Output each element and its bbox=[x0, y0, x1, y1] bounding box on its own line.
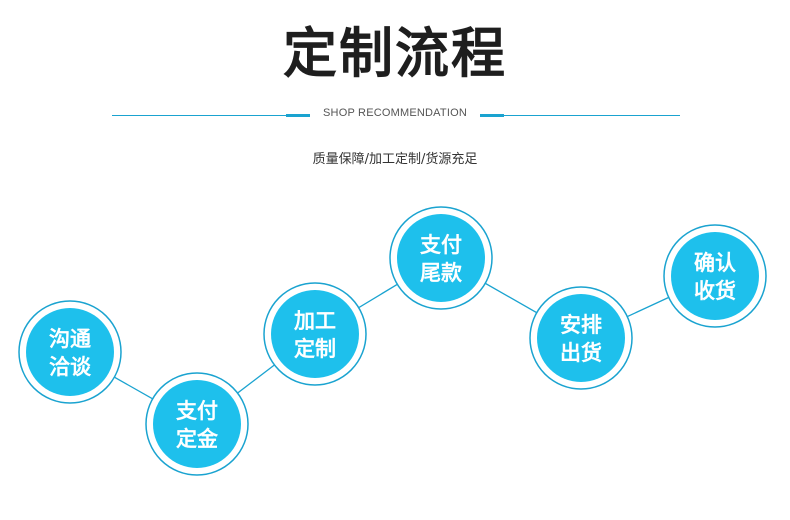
step-1-label-line1: 沟通 bbox=[49, 327, 91, 351]
process-step-3: 加工定制 bbox=[263, 282, 367, 386]
step-3-label-line2: 定制 bbox=[294, 337, 336, 361]
page-title: 定制流程 bbox=[283, 22, 507, 85]
step-3-disc bbox=[271, 290, 359, 378]
step-3-label-line1: 加工 bbox=[293, 309, 336, 333]
section-subtitle: SHOP RECOMMENDATION bbox=[323, 107, 467, 119]
step-1-label-line2: 洽谈 bbox=[49, 355, 92, 379]
step-5-label-line2: 出货 bbox=[560, 341, 602, 365]
step-2-label-line1: 支付 bbox=[176, 399, 218, 423]
step-5-disc bbox=[537, 294, 625, 382]
step-2-label-line2: 定金 bbox=[176, 427, 219, 451]
step-1-disc bbox=[26, 308, 114, 396]
step-4-label-line1: 支付 bbox=[420, 233, 462, 257]
step-4-label-line2: 尾款 bbox=[420, 261, 463, 285]
step-6-disc bbox=[671, 232, 759, 320]
step-5-label-line1: 安排 bbox=[560, 313, 602, 337]
tagline: 质量保障/加工定制/货源充足 bbox=[312, 152, 478, 167]
divider-right bbox=[480, 115, 680, 116]
step-4-disc bbox=[397, 214, 485, 302]
divider-left bbox=[112, 115, 310, 116]
step-2-disc bbox=[153, 380, 241, 468]
divider-left-accent bbox=[286, 114, 310, 117]
step-6-label-line1: 确认 bbox=[694, 251, 736, 275]
step-6-label-line2: 收货 bbox=[694, 279, 736, 303]
